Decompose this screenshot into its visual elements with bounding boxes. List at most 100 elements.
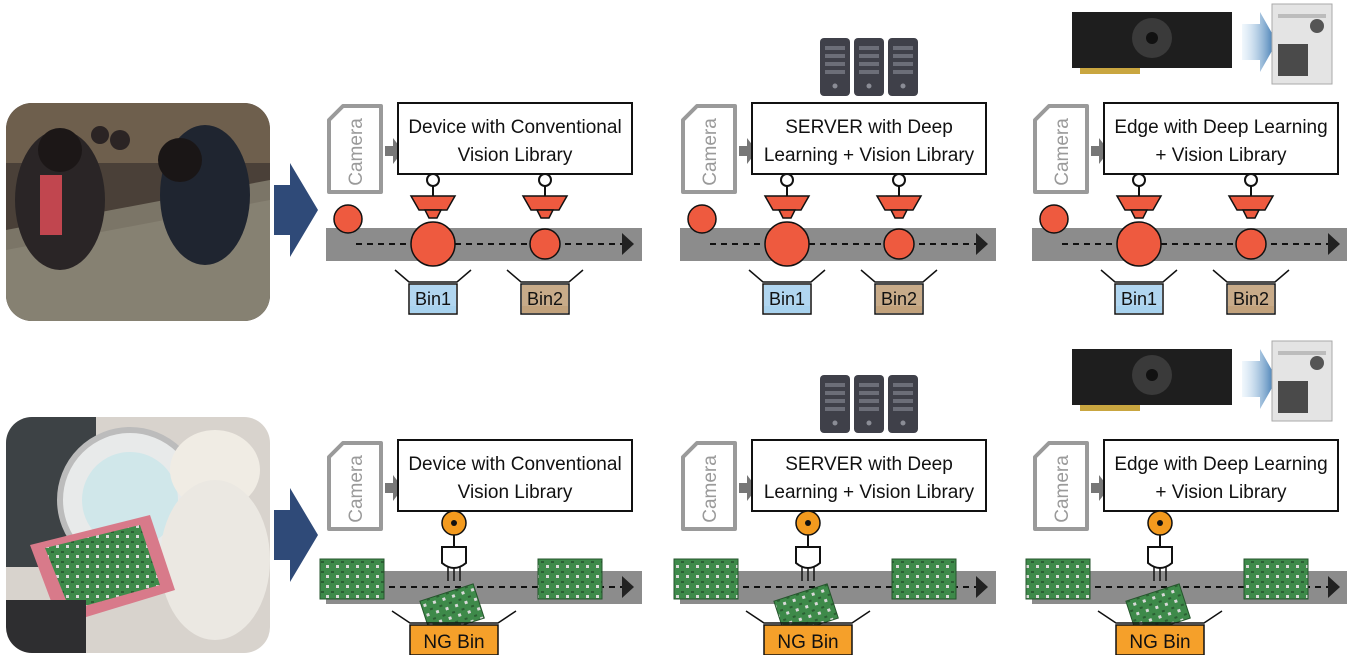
sorter-gripper-icon <box>521 195 569 211</box>
device-label-line: Device with Conventional <box>408 454 621 475</box>
ng-bin-box <box>763 624 853 655</box>
conveyor-belt <box>1032 228 1347 261</box>
sorter-joint <box>538 173 552 187</box>
sorted-item <box>1116 221 1162 267</box>
conveyor-arrow-icon <box>1328 576 1340 598</box>
reject-pusher-icon <box>795 546 821 569</box>
incoming-item <box>1039 204 1069 234</box>
bin-1-label: Bin1 <box>1121 289 1157 309</box>
sorted-item <box>1235 228 1267 260</box>
camera-icon <box>327 441 383 531</box>
bin-1-label: Bin1 <box>769 289 805 309</box>
flow-arrow-row2 <box>274 488 318 582</box>
panel-row1-col3: Camera Edge with Deep Learning + Vision Li… <box>1032 3 1347 315</box>
sorter-joint <box>780 173 794 187</box>
sorter-gripper-icon <box>1227 195 1275 211</box>
server-rack-icon <box>820 375 850 433</box>
ng-bin-label: NG Bin <box>777 632 838 653</box>
conveyor-arrow-icon <box>622 233 634 255</box>
device-box <box>397 102 633 175</box>
conveyor-arrow-icon <box>976 576 988 598</box>
photo-workers-sorting <box>6 103 270 321</box>
server-rack-icon <box>888 38 918 96</box>
ng-bin-box <box>1115 624 1205 655</box>
bin-2-label: Bin2 <box>1233 289 1269 309</box>
conveyor-arrow-icon <box>622 576 634 598</box>
camera-to-device-arrow <box>739 138 757 164</box>
server-rack-icon <box>820 38 850 96</box>
flow-arrow-row1 <box>274 163 318 257</box>
sorted-item <box>410 221 456 267</box>
pcb-board-passed <box>1243 558 1309 600</box>
pcb-board-passed <box>537 558 603 600</box>
photo-pcb-inspection <box>6 417 270 653</box>
conveyor-belt <box>680 228 996 261</box>
server-rack-icon <box>888 375 918 433</box>
device-label-line: SERVER with Deep <box>785 454 953 475</box>
bin-1-label: Bin1 <box>415 289 451 309</box>
camera-label: Camera <box>1052 455 1073 523</box>
camera-to-device-arrow <box>1091 138 1109 164</box>
device-label-line: + Vision Library <box>1155 482 1287 503</box>
ng-bin-label: NG Bin <box>423 632 484 653</box>
device-label-line: Learning + Vision Library <box>764 482 975 503</box>
reject-pusher-icon <box>441 546 467 569</box>
device-label-line: SERVER with Deep <box>785 117 953 138</box>
bin-2-label: Bin2 <box>527 289 563 309</box>
ng-bin-label: NG Bin <box>1129 632 1190 653</box>
sorter-gripper-icon <box>1115 195 1163 211</box>
device-box <box>1103 102 1339 175</box>
device-label-line: Vision Library <box>458 145 573 166</box>
incoming-item <box>333 204 363 234</box>
camera-icon <box>681 104 737 194</box>
server-rack-icon <box>854 375 884 433</box>
camera-label: Camera <box>1052 118 1073 186</box>
device-box <box>751 439 987 512</box>
camera-label: Camera <box>700 455 721 523</box>
sorted-item <box>764 221 810 267</box>
conveyor-arrow-icon <box>1328 233 1340 255</box>
conveyor-belt <box>326 228 642 261</box>
server-rack-icon <box>854 38 884 96</box>
reject-pusher-icon <box>1147 546 1173 569</box>
sorter-gripper-icon <box>875 195 923 211</box>
camera-to-device-arrow <box>739 475 757 501</box>
pcb-board-incoming <box>319 558 385 600</box>
ng-bin-box <box>409 624 499 655</box>
camera-to-device-arrow <box>1091 475 1109 501</box>
pcb-board-incoming <box>673 558 739 600</box>
deploy-arrow-icon <box>1242 12 1277 72</box>
device-box <box>751 102 987 175</box>
sorted-item <box>529 228 561 260</box>
sorted-item <box>883 228 915 260</box>
device-label-line: Device with Conventional <box>408 117 621 138</box>
device-box <box>397 439 633 512</box>
camera-icon <box>1033 441 1089 531</box>
sorter-joint <box>892 173 906 187</box>
sorter-gripper-icon <box>763 195 811 211</box>
sorter-gripper-icon <box>409 195 457 211</box>
device-label-line: Edge with Deep Learning <box>1114 117 1327 138</box>
sorter-joint <box>426 173 440 187</box>
bin-2-label: Bin2 <box>881 289 917 309</box>
camera-label: Camera <box>346 455 367 523</box>
sorter-joint <box>1244 173 1258 187</box>
device-label-line: Learning + Vision Library <box>764 145 975 166</box>
pcb-board-passed <box>891 558 957 600</box>
camera-label: Camera <box>346 118 367 186</box>
conveyor-arrow-icon <box>976 233 988 255</box>
device-label-line: + Vision Library <box>1155 145 1287 166</box>
incoming-item <box>687 204 717 234</box>
camera-icon <box>681 441 737 531</box>
camera-icon <box>327 104 383 194</box>
camera-to-device-arrow <box>385 138 403 164</box>
device-box <box>1103 439 1339 512</box>
camera-to-device-arrow <box>385 475 403 501</box>
device-label-line: Vision Library <box>458 482 573 503</box>
